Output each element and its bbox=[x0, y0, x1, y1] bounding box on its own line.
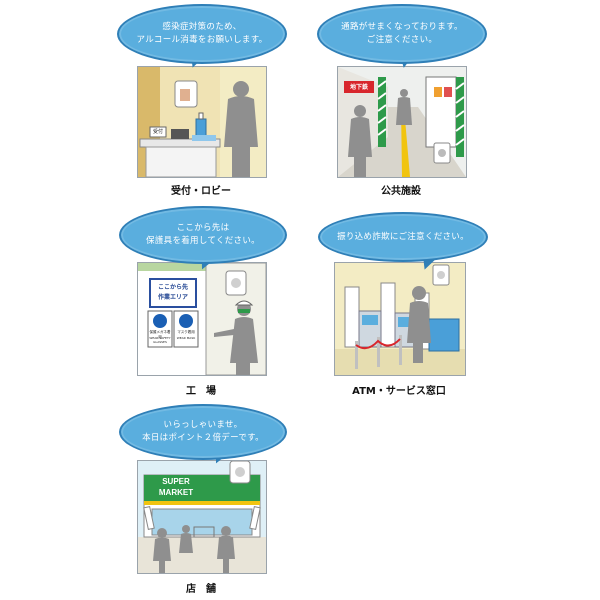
scene-reception: 受付 bbox=[137, 66, 267, 178]
bubble-line: ご注意ください。 bbox=[366, 35, 438, 45]
speech-bubble-atm: 振り込め詐欺にご注意ください。 bbox=[318, 212, 488, 262]
speech-bubble-store: いらっしゃいませ。 本日はポイント２倍デーです。 bbox=[119, 404, 287, 460]
scene-factory: ここから先 作業エリア 保護メガネ着用 WEAR SAFETY GLASSES … bbox=[137, 262, 267, 376]
bubble-line: 感染症対策のため、 bbox=[162, 22, 242, 32]
store-sign-line-1: SUPER bbox=[162, 477, 190, 486]
caption-store: 店 舗 bbox=[186, 584, 216, 595]
panel-factory: ここから先 作業エリア 保護メガネ着用 WEAR SAFETY GLASSES … bbox=[0, 200, 300, 400]
store-sign-line-2: MARKET bbox=[158, 488, 194, 497]
bubble-line: アルコール消毒をお願いします。 bbox=[136, 35, 268, 45]
reception-sign-label: 受付 bbox=[152, 129, 163, 135]
safety-glasses-sign-label: 保護メガネ着用 bbox=[149, 330, 171, 339]
speech-bubble-reception: 感染症対策のため、 アルコール消毒をお願いします。 bbox=[117, 4, 287, 64]
scene-store: SUPER MARKET bbox=[137, 460, 267, 574]
factory-sign-line-2: 作業エリア bbox=[157, 294, 188, 301]
bubble-line: ここから先は bbox=[176, 223, 230, 233]
scene-atm bbox=[334, 262, 466, 376]
bubble-line: 本日はポイント２倍デーです。 bbox=[142, 433, 264, 443]
safety-glasses-sign-label-en: WEAR SAFETY GLASSES bbox=[149, 336, 171, 344]
mask-sign-label-en: WEAR MASK bbox=[176, 336, 196, 340]
panel-reception: 受付 感染症対策のため、 アルコール消毒をお願いします。 受付・ロビー bbox=[0, 0, 300, 200]
speech-bubble-factory: ここから先は 保護具を着用してください。 bbox=[119, 206, 287, 264]
caption-reception: 受付・ロビー bbox=[171, 186, 231, 197]
subway-sign-label: 地下鉄 bbox=[349, 84, 368, 91]
caption-factory: 工 場 bbox=[186, 386, 216, 397]
bubble-line: 保護具を着用してください。 bbox=[146, 236, 260, 246]
caption-atm: ATM・サービス窓口 bbox=[352, 386, 446, 397]
caption-public-facility: 公共施設 bbox=[381, 186, 421, 197]
panel-atm: 振り込め詐欺にご注意ください。 ATM・サービス窓口 bbox=[300, 200, 600, 400]
bubble-line: 振り込め詐欺にご注意ください。 bbox=[337, 231, 469, 242]
speech-bubble-public-facility: 通路がせまくなっております。 ご注意ください。 bbox=[317, 4, 487, 64]
panel-store: SUPER MARKET いらっしゃいませ。 本日はポイント２倍デーです。 店 … bbox=[0, 400, 300, 600]
mask-sign-label: マスク着用 bbox=[177, 330, 195, 334]
factory-sign-line-1: ここから先 bbox=[157, 284, 188, 291]
panel-public-facility: 地下鉄 通路がせまくなっております。 ご注意ください。 公共施設 bbox=[300, 0, 600, 200]
bubble-line: 通路がせまくなっております。 bbox=[341, 22, 463, 32]
bubble-line: いらっしゃいませ。 bbox=[163, 420, 243, 430]
scene-public-facility: 地下鉄 bbox=[337, 66, 467, 178]
